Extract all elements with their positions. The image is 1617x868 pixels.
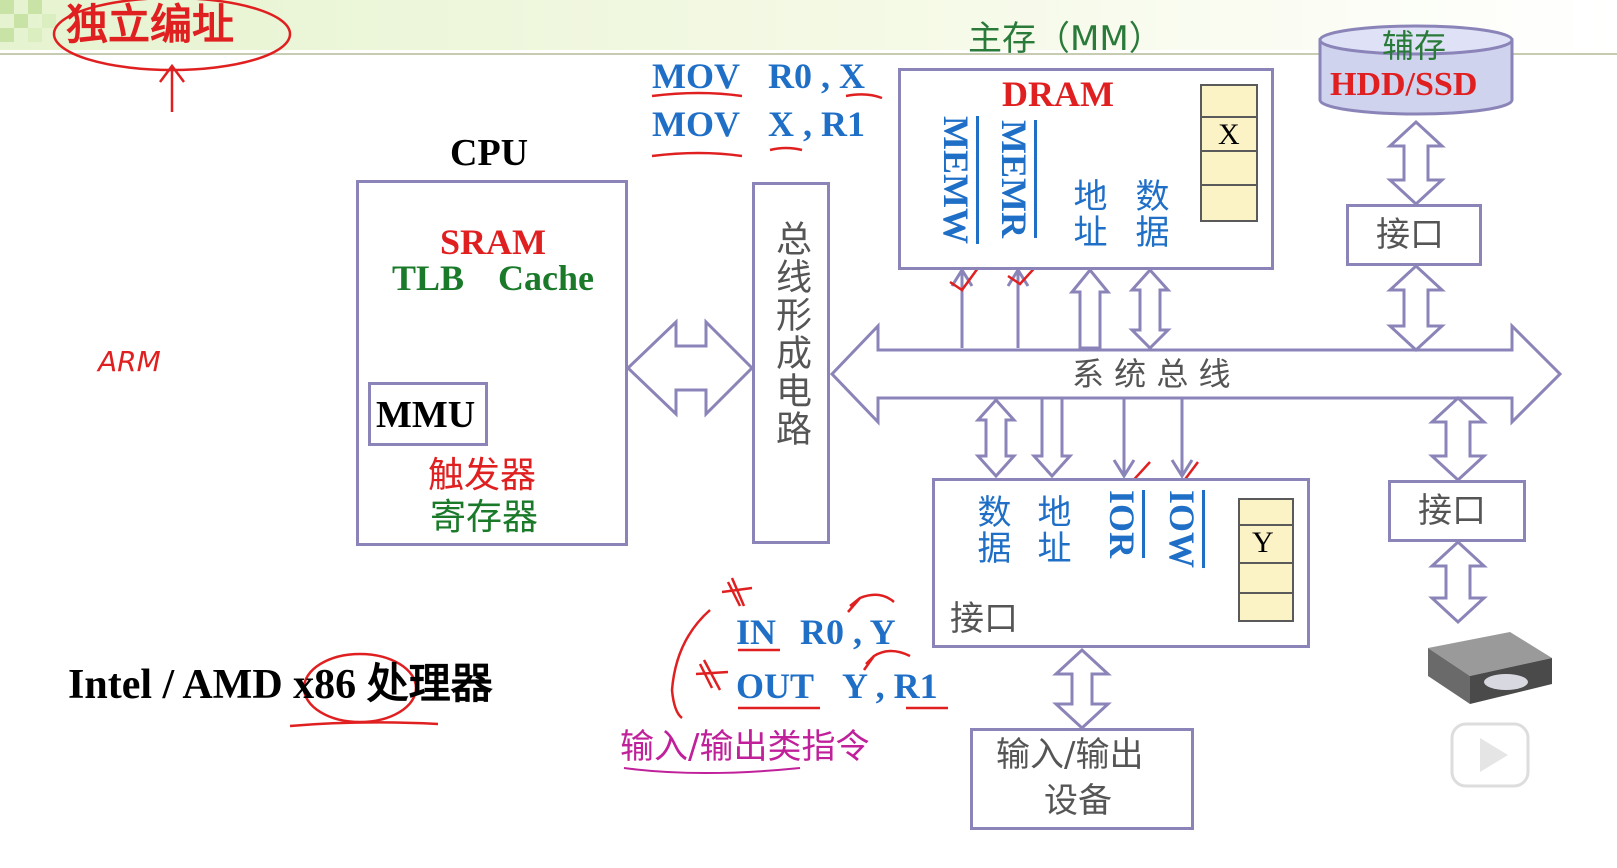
out-op: OUT <box>736 666 815 706</box>
io-device-label-line2: 设备 <box>1044 781 1112 821</box>
io-interface-label: 接口 <box>950 599 1018 639</box>
aux-storage-cylinder <box>1318 24 1514 116</box>
mm-cell <box>1200 184 1258 222</box>
aux-lower-arrow <box>1386 263 1446 353</box>
aux-interface-label: 接口 <box>1376 215 1444 255</box>
mov-line2-op: MOV <box>652 104 740 144</box>
tlb-label: TLB <box>392 258 465 298</box>
cpu-label: CPU <box>450 132 529 174</box>
aux-storage-label: 辅存 <box>1382 27 1447 65</box>
mm-data-arrow <box>1128 267 1172 351</box>
mov-line2-args: X , R1 <box>768 104 865 144</box>
system-bus-arrow <box>829 322 1563 426</box>
io-device-arrow <box>1052 647 1112 731</box>
main-memory-label: 主存（MM） <box>968 19 1163 59</box>
memw-signal: MEMW <box>936 116 976 244</box>
aux-upper-arrow <box>1386 119 1446 207</box>
register-label: 寄存器 <box>430 497 539 538</box>
trigger-label: 触发器 <box>428 455 537 496</box>
right-if-upper-arrow <box>1428 395 1488 483</box>
mm-cell <box>1200 84 1258 118</box>
optical-drive-icon <box>1428 632 1552 704</box>
mm-address-label: 地址 <box>1067 178 1107 250</box>
iow-signal: IOW <box>1162 490 1202 569</box>
io-cell-y <box>1238 524 1294 564</box>
page-title: 独立编址 <box>66 0 235 49</box>
io-cell <box>1238 562 1294 594</box>
mov-line1-op: MOV <box>652 56 740 96</box>
play-button-icon <box>1450 722 1530 788</box>
cpu-bus-arrow <box>625 318 755 418</box>
sram-label: SRAM <box>440 222 546 262</box>
mov-line1-args: R0 , X <box>768 56 865 96</box>
io-address-arrow <box>1030 396 1074 479</box>
cpu-box <box>356 180 628 546</box>
dram-label: DRAM <box>1002 74 1114 114</box>
io-device-box <box>970 728 1194 830</box>
io-instructions-caption: 输入/输出类指令 <box>620 727 870 767</box>
mm-cell <box>1200 150 1258 186</box>
bus-circuit-box <box>752 182 830 544</box>
right-interface-label: 接口 <box>1418 491 1486 531</box>
bus-circuit-label: 总线形成电路 <box>770 220 811 448</box>
mm-cell-x-label: X <box>1218 118 1240 151</box>
io-cell <box>1238 592 1294 622</box>
in-op: IN <box>736 612 777 652</box>
io-data-arrow <box>974 397 1018 479</box>
out-args: Y , R1 <box>842 666 938 706</box>
io-data-label: 数据 <box>971 494 1011 566</box>
right-interface-box <box>1388 480 1526 542</box>
aux-storage-type: HDD/SSD <box>1330 66 1478 103</box>
annotation-arm: ARM <box>98 345 161 378</box>
cache-label: Cache <box>498 258 594 298</box>
mmu-box <box>368 382 488 446</box>
io-address-label: 地址 <box>1031 494 1071 566</box>
io-control-lines <box>1112 398 1194 479</box>
mm-data-label: 数据 <box>1129 178 1169 250</box>
io-cell-y-label: Y <box>1252 526 1274 559</box>
system-bus-label: 系 统 总 线 <box>1072 355 1231 393</box>
memr-signal: MEMR <box>994 120 1034 238</box>
mmu-label: MMU <box>376 394 476 436</box>
aux-interface-box <box>1346 204 1482 266</box>
mm-address-arrow <box>1068 267 1112 350</box>
in-args: R0 , Y <box>800 612 896 652</box>
right-if-lower-arrow <box>1428 539 1488 625</box>
processor-label: Intel / AMD x86 处理器 <box>68 662 493 708</box>
io-cell <box>1238 498 1294 526</box>
ior-signal: IOR <box>1102 490 1142 559</box>
io-device-label-line1: 输入/输出 <box>996 735 1144 775</box>
